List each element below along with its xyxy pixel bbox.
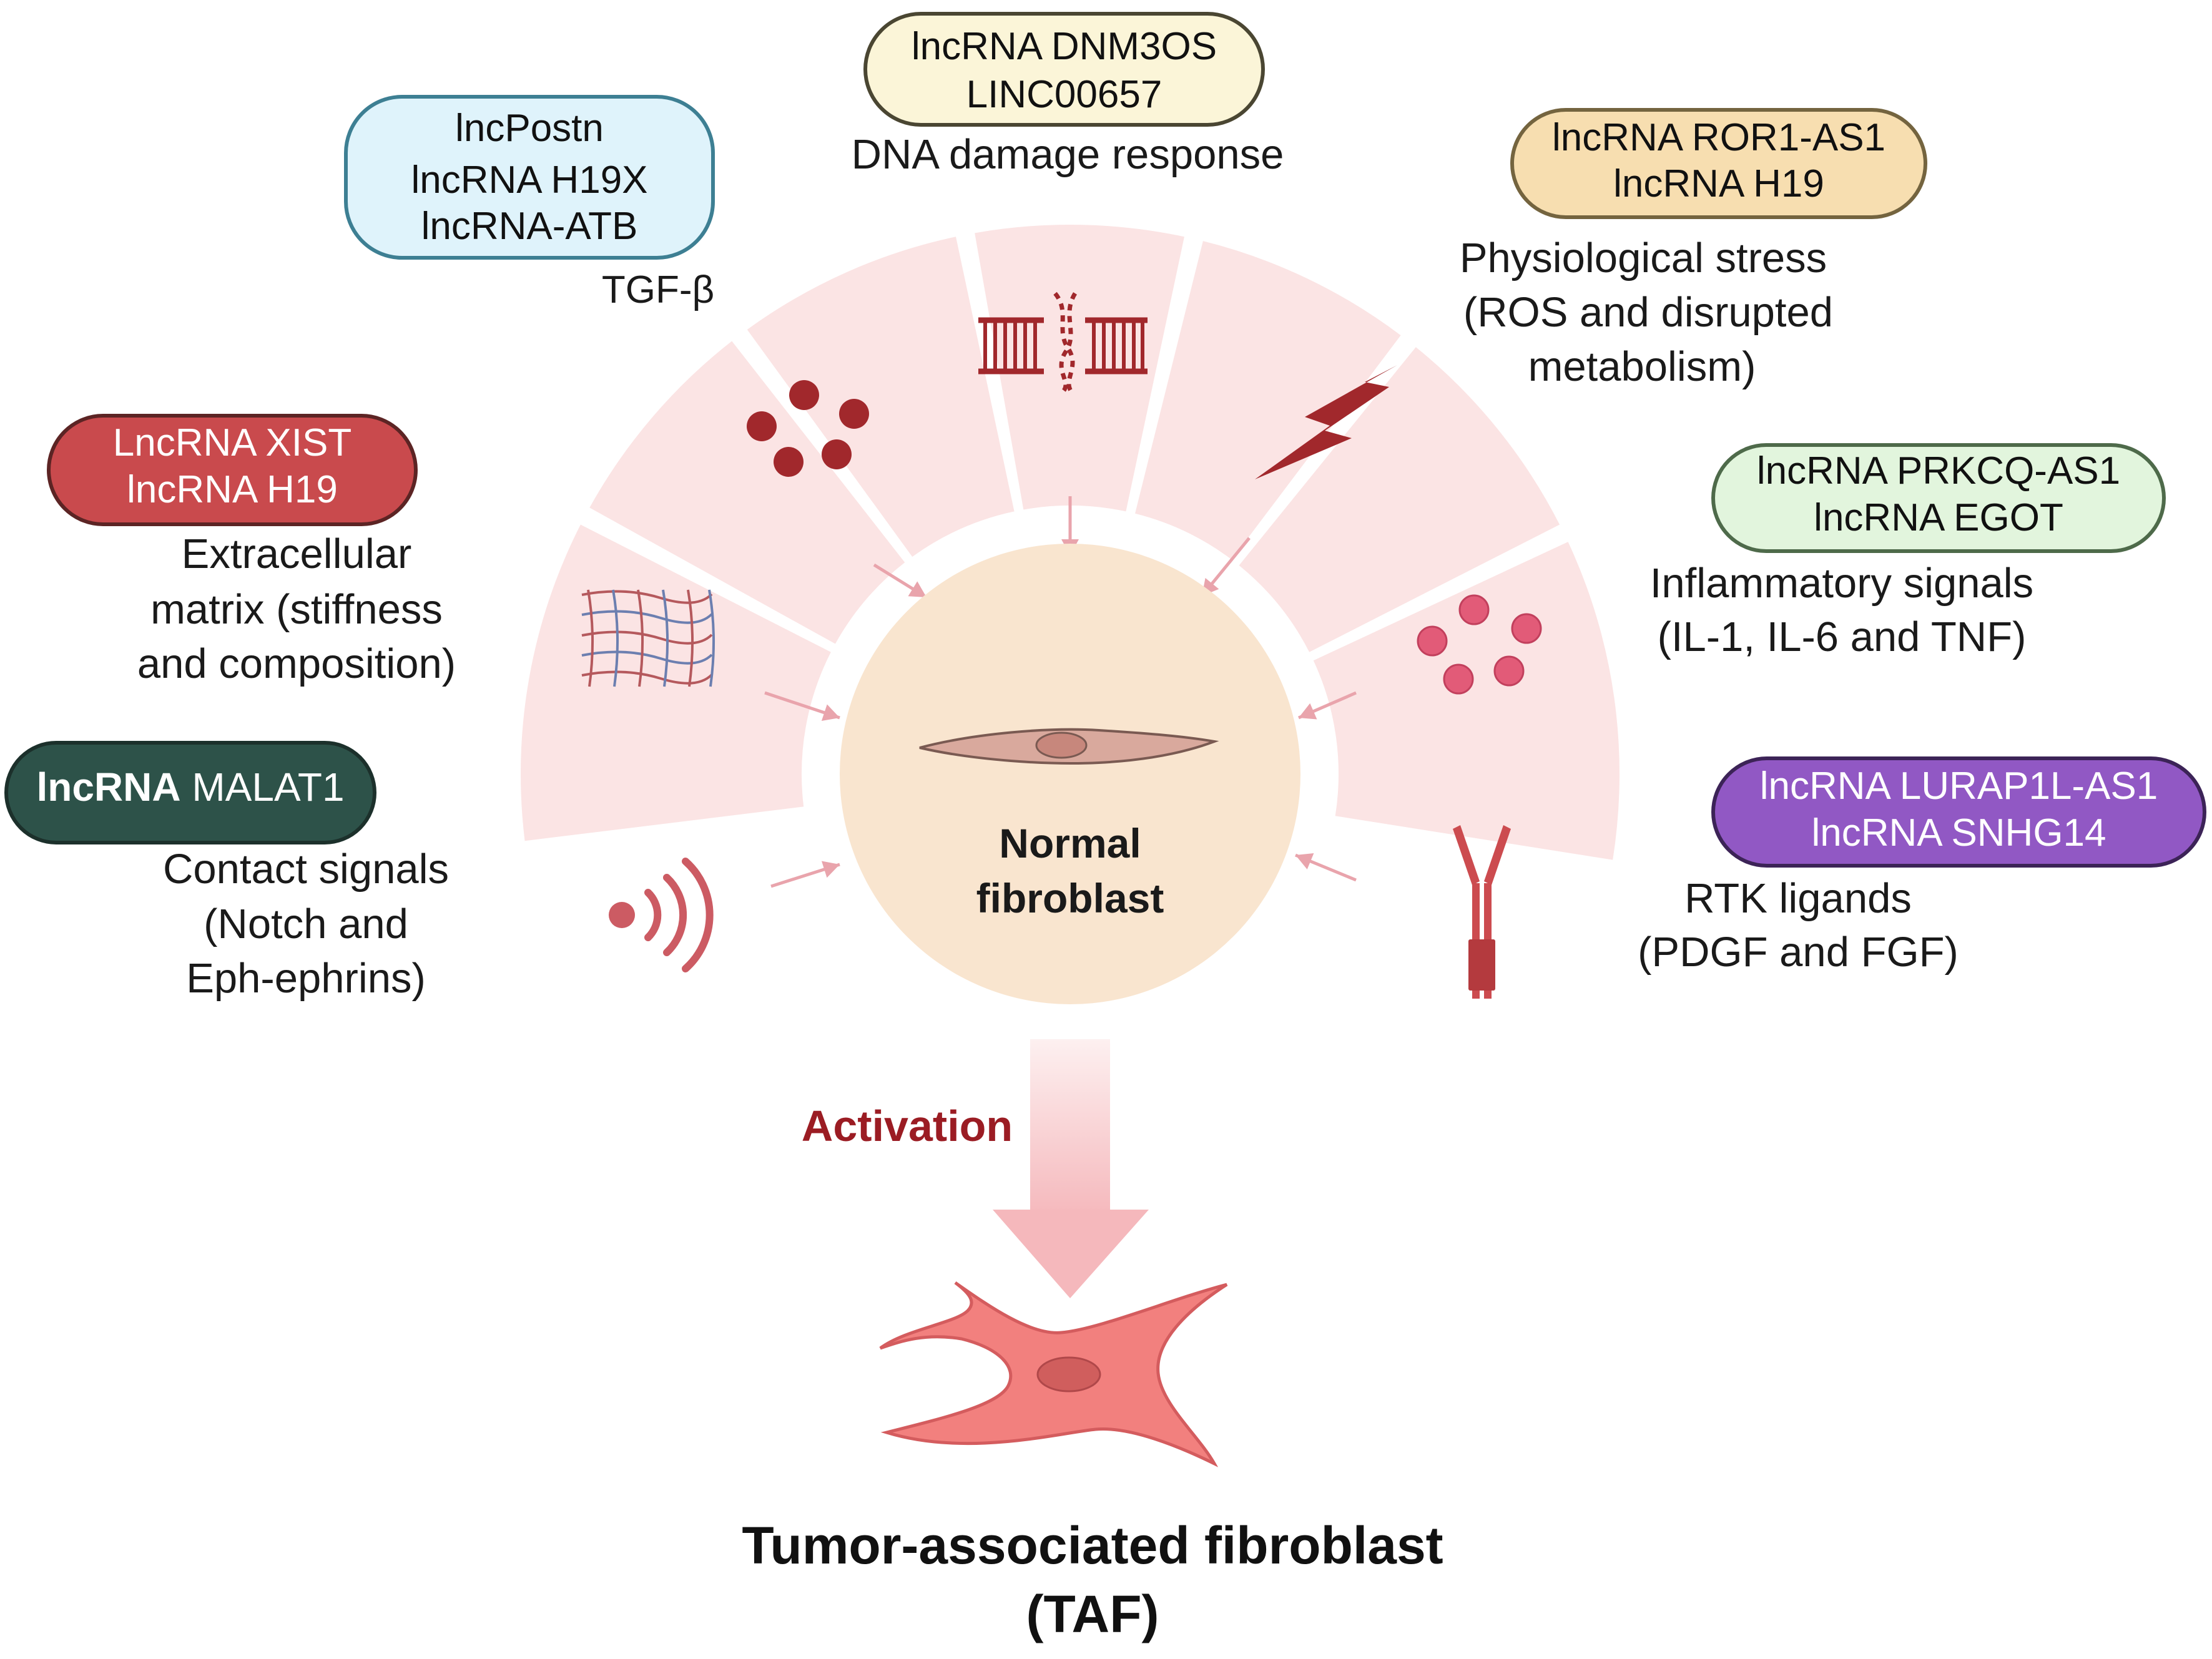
contact-label-line3: Eph-ephrins) (186, 955, 426, 1002)
taf-label-line2: (TAF) (1026, 1585, 1159, 1643)
pill-inflammatory-background (1711, 443, 2166, 553)
pill-inflammatory-line1: lncRNA PRKCQ-AS1 (1757, 449, 2120, 492)
activation-label: Activation (802, 1102, 1013, 1150)
inflammatory-label-line1: Inflammatory signals (1650, 560, 2033, 607)
taf-label-line1: Tumor-associated fibroblast (742, 1516, 1443, 1575)
center-label-line2: fibroblast (976, 875, 1164, 921)
pill-rtk-background (1711, 756, 2206, 868)
pill-dna: lncRNA DNM3OS LINC00657 (863, 12, 1265, 127)
activation-arrow (993, 1039, 1149, 1298)
signal-sector-ring (521, 225, 1620, 860)
arrow-ecm (764, 691, 840, 722)
ecm-label-line2: matrix (stiffness (150, 586, 443, 633)
stress-label-line3: metabolism) (1528, 343, 1756, 390)
rtk-label-line2: (PDGF and FGF) (1638, 929, 1959, 976)
stress-label-line2: (ROS and disrupted (1463, 289, 1833, 336)
arrow-contact (770, 861, 840, 888)
pill-stress-background (1510, 108, 1927, 219)
pill-contact-text-bold: lncRNA (36, 765, 180, 810)
taf-cell-icon (879, 1281, 1228, 1467)
cytokine-dots-icon (1417, 594, 1542, 695)
stress-label-line1: Physiological stress (1460, 235, 1827, 281)
normal-fibroblast-circle (840, 544, 1300, 1004)
ecm-label-line1: Extracellular (182, 531, 412, 577)
pill-tgf-line2: lncRNA H19X (411, 159, 647, 202)
center-label-line1: Normal (999, 820, 1141, 866)
ecm-label-line3: and composition) (137, 640, 456, 687)
normal-fibroblast-cell-icon (919, 728, 1219, 765)
sector-tgf (747, 237, 1015, 557)
receptor-icon (1453, 825, 1511, 999)
pill-ecm-background (47, 414, 418, 526)
inflammatory-label-line2: (IL-1, IL-6 and TNF) (1658, 614, 2027, 660)
sector-dna (975, 225, 1184, 512)
signal-waves-icon (609, 858, 714, 972)
pill-tgf-line1: lncPostn (455, 107, 604, 150)
pill-rtk-line2: lncRNA SNHG14 (1811, 811, 2106, 854)
input-arrows (764, 496, 1357, 888)
tgf-beta-label: TGF-β (602, 268, 714, 311)
pill-tgf-line3: lncRNA-ATB (421, 205, 638, 248)
arrow-tgf (873, 563, 928, 599)
arrow-inflammatory (1298, 691, 1357, 720)
lightning-icon (1255, 365, 1397, 479)
pill-ecm-line1: LncRNA XIST (113, 421, 351, 464)
mesh-icon (581, 589, 715, 687)
dna-damage-label: DNA damage response (852, 131, 1284, 178)
pill-rtk-line1: lncRNA LURAP1L-AS1 (1760, 765, 2158, 808)
contact-label-line1: Contact signals (163, 846, 449, 893)
sector-ecm (589, 341, 905, 644)
pill-stress-line2: lncRNA H19 (1613, 162, 1824, 205)
pill-dna-line2: LINC00657 (966, 73, 1163, 116)
arrow-rtk (1295, 853, 1357, 882)
pill-contact-text: lncRNA MALAT1 (36, 765, 344, 810)
dna-damage-icon (978, 291, 1148, 395)
sector-rtk (1313, 542, 1620, 860)
pill-contact-background (4, 741, 376, 844)
contact-label-line2: (Notch and (204, 901, 408, 947)
rtk-label-line1: RTK ligands (1684, 875, 1912, 922)
pill-contact: lncRNA MALAT1 (4, 741, 376, 844)
pill-contact-text-rest: MALAT1 (181, 765, 345, 810)
pill-ecm-line2: lncRNA H19 (127, 468, 338, 511)
sector-inflammatory (1239, 347, 1560, 652)
pill-stress-line1: lncRNA ROR1-AS1 (1552, 116, 1885, 159)
dot-cluster-icon (747, 380, 869, 477)
pill-inflammatory-line2: lncRNA EGOT (1814, 496, 2063, 539)
sector-stress (1135, 241, 1401, 560)
pill-tgf-background (344, 95, 715, 260)
pill-dna-background (863, 12, 1265, 127)
pill-dna-line1: lncRNA DNM3OS (912, 25, 1217, 68)
